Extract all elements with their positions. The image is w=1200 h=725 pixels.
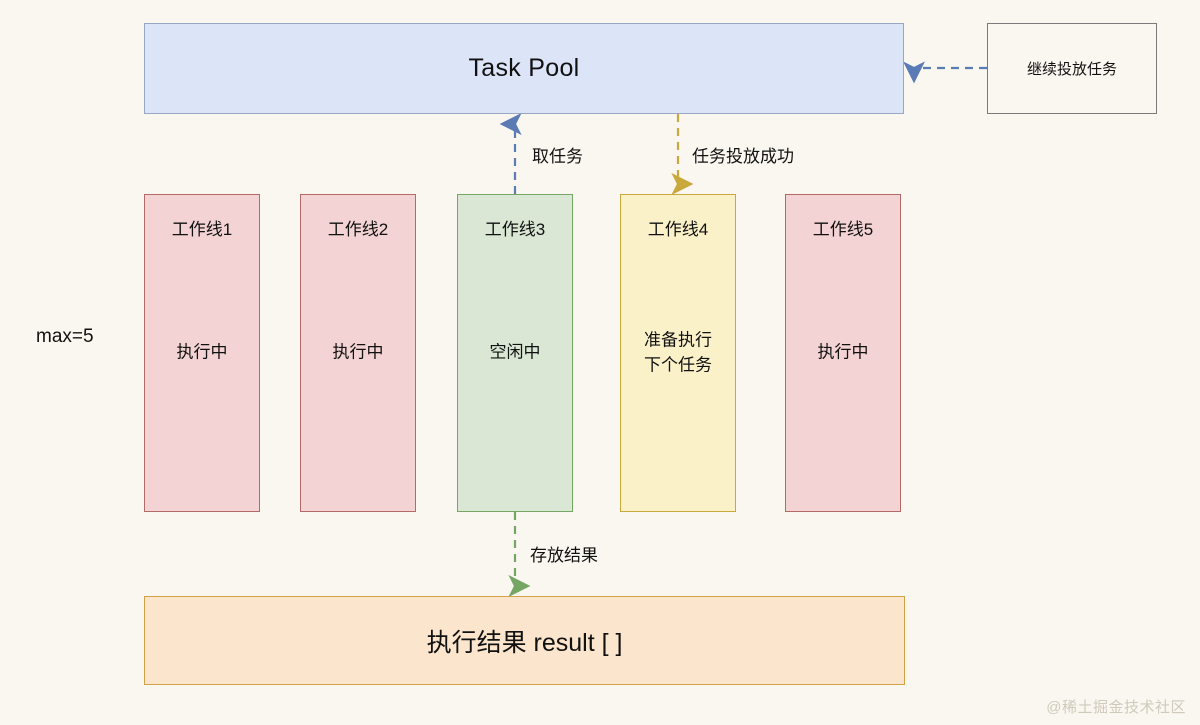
worker-thread-4[interactable]: 工作线4 准备执行 下个任务: [620, 194, 736, 512]
worker-thread-3-state: 空闲中: [489, 342, 541, 362]
worker-thread-5[interactable]: 工作线5 执行中: [785, 194, 901, 512]
worker-thread-2-title: 工作线2: [327, 220, 389, 239]
edge-label-dispatch-success: 任务投放成功: [692, 147, 794, 166]
worker-thread-5-title: 工作线5: [812, 220, 874, 239]
worker-thread-4-state-line-1: 准备执行: [644, 330, 712, 350]
worker-thread-1-state: 执行中: [176, 342, 228, 362]
worker-thread-3[interactable]: 工作线3 空闲中: [457, 194, 573, 512]
worker-thread-4-state: 准备执行 下个任务: [621, 328, 735, 377]
continue-feeding-label: 继续投放任务: [1026, 61, 1117, 78]
worker-thread-1[interactable]: 工作线1 执行中: [144, 194, 260, 512]
watermark: @稀土掘金技术社区: [1046, 699, 1186, 716]
worker-thread-1-title: 工作线1: [171, 220, 233, 239]
task-pool-node[interactable]: Task Pool: [144, 23, 904, 114]
edge-label-fetch-task: 取任务: [532, 147, 583, 166]
max-capacity-label: max=5: [36, 326, 94, 347]
worker-thread-5-state: 执行中: [817, 342, 869, 362]
worker-thread-4-state-line-2: 下个任务: [644, 355, 712, 374]
worker-thread-2[interactable]: 工作线2 执行中: [300, 194, 416, 512]
worker-thread-2-state: 执行中: [332, 342, 384, 362]
worker-thread-4-title: 工作线4: [647, 220, 709, 239]
result-label: 执行结果 result [ ]: [426, 628, 623, 657]
task-pool-label: Task Pool: [468, 54, 580, 82]
edge-label-store-result: 存放结果: [530, 546, 598, 565]
worker-thread-3-title: 工作线3: [484, 220, 546, 239]
continue-feeding-node[interactable]: 继续投放任务: [987, 23, 1157, 114]
result-node[interactable]: 执行结果 result [ ]: [144, 596, 905, 685]
